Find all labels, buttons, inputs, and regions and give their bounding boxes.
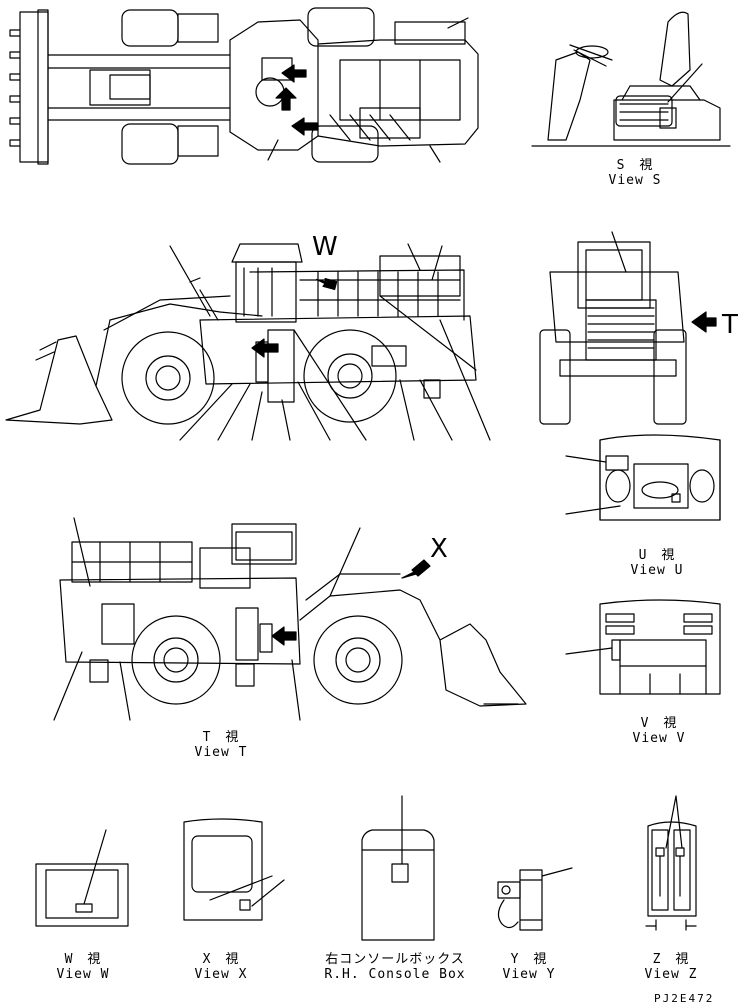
caption-view-v-jp: V 視 (640, 716, 678, 731)
caption-view-v: V 視 View V (614, 716, 704, 746)
view-z (645, 795, 697, 931)
caption-view-z-en: View Z (644, 967, 698, 982)
caption-view-w: W 視 View W (38, 952, 128, 982)
caption-view-u-en: View U (630, 563, 684, 578)
caption-view-t: T 視 View T (176, 730, 266, 760)
caption-rh-console-box: 右コンソールボックス R.H. Console Box (310, 952, 480, 982)
rear-view (539, 231, 717, 425)
caption-rh-console-box-jp: 右コンソールボックス (325, 952, 465, 967)
side-view-right (53, 517, 527, 721)
drawing-code: PJ2E472 (654, 992, 715, 1005)
rh-console-box (361, 795, 435, 941)
bucket-teeth (9, 29, 21, 147)
caption-rh-console-box-en: R.H. Console Box (324, 967, 466, 982)
view-s-seat (531, 11, 731, 147)
caption-view-t-jp: T 視 (202, 730, 240, 745)
view-u (565, 434, 721, 521)
caption-view-t-en: View T (194, 745, 248, 760)
caption-view-u-jp: U 視 (638, 548, 676, 563)
caption-view-z: Z 視 View Z (626, 952, 716, 982)
side-view-left (5, 243, 491, 441)
caption-view-w-jp: W 視 (64, 952, 102, 967)
view-x (183, 818, 285, 921)
caption-view-x-en: View X (194, 967, 248, 982)
caption-view-s: S 視 View S (590, 158, 680, 188)
caption-view-y-en: View Y (502, 967, 556, 982)
view-letter-w: W (312, 232, 338, 262)
view-letter-x: X (430, 534, 448, 564)
caption-view-u: U 視 View U (612, 548, 702, 578)
caption-view-y-jp: Y 視 (510, 952, 548, 967)
caption-view-y: Y 視 View Y (484, 952, 574, 982)
caption-view-x: X 視 View X (176, 952, 266, 982)
caption-view-w-en: View W (56, 967, 110, 982)
caption-view-s-jp: S 視 (616, 158, 654, 173)
caption-view-v-en: View V (632, 731, 686, 746)
view-letter-t: T (722, 310, 738, 340)
caption-view-z-jp: Z 視 (652, 952, 690, 967)
caption-view-s-en: View S (608, 173, 662, 188)
view-y (497, 867, 573, 931)
top-view-loader (9, 7, 479, 165)
view-v (565, 599, 721, 695)
view-w (35, 829, 129, 927)
caption-view-x-jp: X 視 (202, 952, 240, 967)
